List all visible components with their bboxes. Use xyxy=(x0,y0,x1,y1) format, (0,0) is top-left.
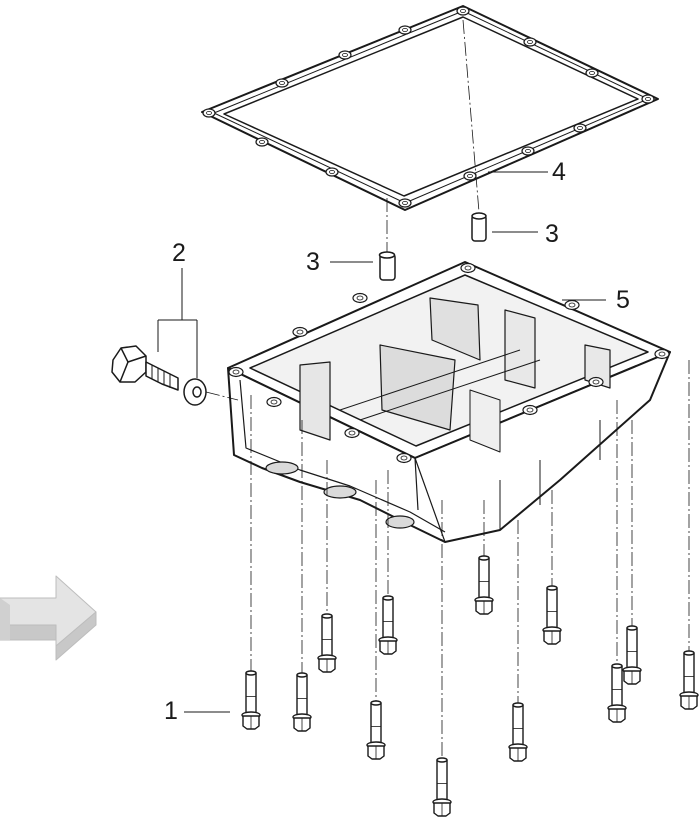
bolt xyxy=(508,702,528,762)
flange-hole xyxy=(292,326,308,338)
bolt xyxy=(432,757,452,817)
dowel-pin-right xyxy=(471,212,487,242)
bolt xyxy=(241,670,261,730)
gasket-hole xyxy=(641,94,655,104)
gasket-hole xyxy=(573,123,587,133)
flange-hole xyxy=(564,299,580,311)
bolt-set xyxy=(241,555,699,817)
callout-2: 2 xyxy=(172,239,186,267)
bolt xyxy=(607,663,627,723)
flange-hole xyxy=(352,292,368,304)
bolt xyxy=(474,555,494,615)
gasket-hole xyxy=(255,137,269,147)
flange-hole xyxy=(228,366,244,378)
flange-hole xyxy=(396,452,412,464)
drain-plug xyxy=(111,345,179,391)
gasket-hole xyxy=(202,108,216,118)
callout-4: 4 xyxy=(552,158,566,186)
callout-5: 5 xyxy=(616,286,630,314)
washer xyxy=(183,378,207,406)
bolt xyxy=(292,672,312,732)
gasket-hole xyxy=(275,78,289,88)
bolt xyxy=(542,585,562,645)
bolt-axis-lines xyxy=(250,360,690,760)
gasket-hole xyxy=(398,25,412,35)
bolt xyxy=(679,650,699,710)
bolt xyxy=(366,700,386,760)
bolt xyxy=(378,595,398,655)
leader-lines xyxy=(157,171,606,713)
flange-hole xyxy=(522,404,538,416)
flange-hole xyxy=(266,396,282,408)
callout-3-left: 3 xyxy=(306,248,320,276)
bolt xyxy=(317,613,337,673)
dowel-pin-left xyxy=(378,251,396,281)
gasket-hole xyxy=(398,198,412,208)
oil-pan xyxy=(227,261,671,543)
flange-hole xyxy=(588,376,604,388)
flange-hole xyxy=(654,348,670,360)
bolt xyxy=(622,625,642,685)
gasket-hole xyxy=(456,6,470,16)
center-lines xyxy=(205,19,480,401)
gasket-hole xyxy=(585,68,599,78)
gasket-hole xyxy=(325,167,339,177)
flange-hole xyxy=(460,262,476,274)
flange-hole xyxy=(344,427,360,439)
gasket-hole xyxy=(521,146,535,156)
oil-pan-bolt-holes xyxy=(228,262,670,464)
gasket-hole xyxy=(338,50,352,60)
gasket-bolt-holes xyxy=(202,6,655,208)
gasket xyxy=(201,5,659,211)
callout-3-right: 3 xyxy=(545,220,559,248)
gasket-hole xyxy=(523,37,537,47)
direction-arrow-icon xyxy=(0,575,97,661)
callout-1: 1 xyxy=(164,697,178,725)
gasket-hole xyxy=(463,171,477,181)
